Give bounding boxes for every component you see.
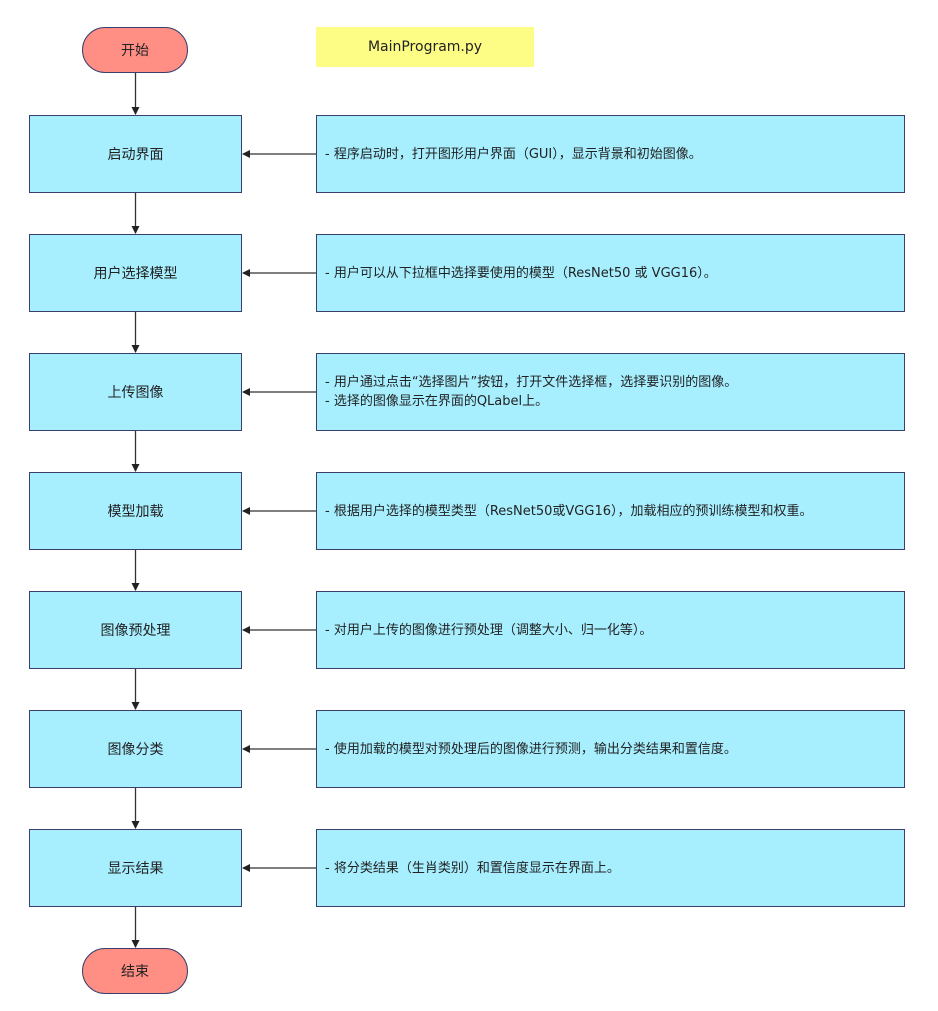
step-description: - 程序启动时，打开图形用户界面（GUI），显示背景和初始图像。 xyxy=(316,115,905,193)
step-description: - 用户可以从下拉框中选择要使用的模型（ResNet50 或 VGG16）。 xyxy=(316,234,905,312)
description-line: - 用户可以从下拉框中选择要使用的模型（ResNet50 或 VGG16）。 xyxy=(325,265,717,281)
step-description: - 根据用户选择的模型类型（ResNet50或VGG16），加载相应的预训练模型… xyxy=(316,472,905,550)
end-terminal: 结束 xyxy=(82,948,188,994)
process-step: 模型加载 xyxy=(29,472,242,550)
process-step: 用户选择模型 xyxy=(29,234,242,312)
step-description: - 使用加载的模型对预处理后的图像进行预测，输出分类结果和置信度。 xyxy=(316,710,905,788)
file-title-box: MainProgram.py xyxy=(316,27,534,67)
description-line: - 将分类结果（生肖类别）和置信度显示在界面上。 xyxy=(325,860,620,876)
step-description: - 对用户上传的图像进行预处理（调整大小、归一化等）。 xyxy=(316,591,905,669)
description-line: - 使用加载的模型对预处理后的图像进行预测，输出分类结果和置信度。 xyxy=(325,741,737,757)
start-label: 开始 xyxy=(121,43,149,59)
process-step-label: 图像分类 xyxy=(107,742,164,758)
description-line: - 选择的图像显示在界面的QLabel上。 xyxy=(325,394,549,409)
end-label: 结束 xyxy=(121,964,149,980)
process-step-label: 模型加载 xyxy=(107,504,164,520)
description-line: - 用户通过点击“选择图片”按钮，打开文件选择框，选择要识别的图像。 xyxy=(325,375,738,390)
step-description: - 用户通过点击“选择图片”按钮，打开文件选择框，选择要识别的图像。 - 选择的图… xyxy=(316,353,905,431)
process-step-label: 显示结果 xyxy=(107,861,164,877)
file-title: MainProgram.py xyxy=(367,39,483,55)
step-description: - 将分类结果（生肖类别）和置信度显示在界面上。 xyxy=(316,829,905,907)
description-line: - 对用户上传的图像进行预处理（调整大小、归一化等）。 xyxy=(325,622,653,638)
process-step: 显示结果 xyxy=(29,829,242,907)
process-step-label: 启动界面 xyxy=(107,147,164,163)
process-step: 上传图像 xyxy=(29,353,242,431)
process-step: 启动界面 xyxy=(29,115,242,193)
description-line: - 程序启动时，打开图形用户界面（GUI），显示背景和初始图像。 xyxy=(325,146,702,162)
process-step-label: 图像预处理 xyxy=(100,623,171,639)
process-step-label: 上传图像 xyxy=(107,385,164,401)
process-step: 图像分类 xyxy=(29,710,242,788)
description-line: - 根据用户选择的模型类型（ResNet50或VGG16），加载相应的预训练模型… xyxy=(325,503,813,519)
start-terminal: 开始 xyxy=(82,27,188,73)
process-step: 图像预处理 xyxy=(29,591,242,669)
process-step-label: 用户选择模型 xyxy=(93,266,178,282)
